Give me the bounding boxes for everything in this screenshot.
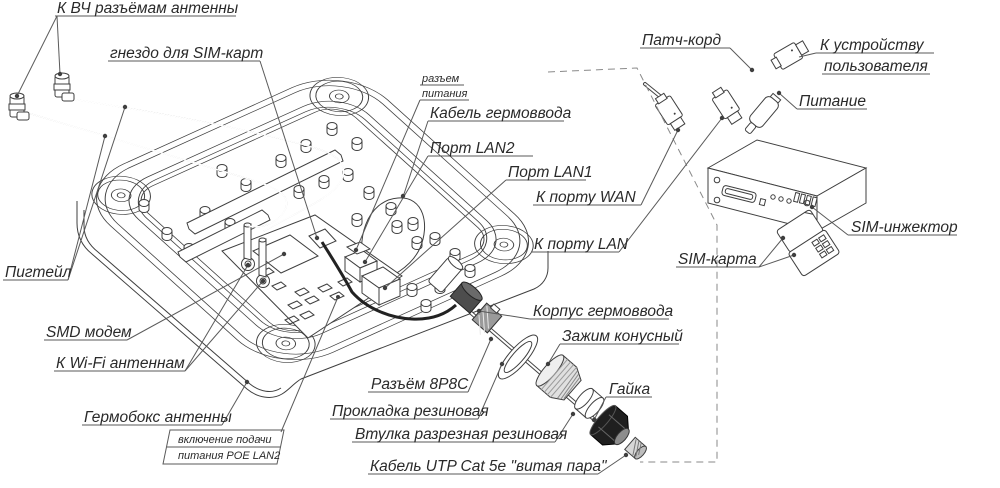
rubber-gasket bbox=[497, 334, 539, 380]
enclosure-drawing bbox=[76, 77, 549, 398]
label-enclosure: Гермобокс антенны bbox=[84, 409, 232, 426]
label-smd-modem: SMD модем bbox=[46, 324, 132, 341]
rail-bar bbox=[186, 149, 344, 235]
label-gland-body: Корпус гермоввода bbox=[533, 303, 674, 320]
power-plug bbox=[744, 59, 828, 134]
gland-nut bbox=[589, 404, 630, 446]
gland-body bbox=[449, 281, 483, 315]
split-bushing bbox=[574, 387, 605, 419]
sim-contact-pads bbox=[811, 234, 835, 259]
label-sim-injector: SIM-инжектор bbox=[851, 219, 958, 236]
label-rubber-gasket: Прокладка резиновая bbox=[332, 403, 489, 420]
rf-connector bbox=[53, 72, 75, 102]
label-poe-note-1: включение подачи bbox=[178, 434, 272, 446]
power-connector bbox=[345, 241, 372, 255]
pcb-components bbox=[259, 267, 353, 325]
label-rf-connectors: К ВЧ разъёмам антенны bbox=[57, 0, 239, 17]
label-to-wan: К порту WAN bbox=[536, 189, 637, 206]
label-power: Питание bbox=[799, 93, 866, 110]
label-utp-cable: Кабель UTP Cat 5e "витая пара" bbox=[370, 458, 608, 475]
label-to-user-2: пользователя bbox=[824, 58, 928, 75]
label-power-connector-2: питания bbox=[422, 88, 467, 100]
cone-clamp bbox=[535, 354, 582, 401]
label-to-lan: К порту LAN bbox=[534, 236, 629, 253]
cable-gland-assembly bbox=[428, 255, 647, 460]
standoff-posts bbox=[138, 122, 476, 313]
label-pigtail: Пигтейл bbox=[5, 264, 72, 281]
label-patch-cord: Патч-корд bbox=[642, 32, 722, 49]
enclosure-wall bbox=[76, 201, 549, 398]
plug-8p8c bbox=[471, 302, 503, 335]
sim-injector-slot bbox=[721, 185, 757, 203]
sim-injector-box bbox=[706, 139, 868, 232]
label-sim-card: SIM-карта bbox=[678, 251, 757, 268]
label-to-wifi: К Wi-Fi антеннам bbox=[56, 355, 185, 372]
label-to-user-1: К устройству bbox=[820, 37, 925, 54]
label-gland-cable: Кабель гермоввода bbox=[430, 105, 572, 122]
lan1-jack bbox=[360, 266, 402, 306]
label-poe-note-2: питания POE LAN2 bbox=[178, 450, 280, 462]
label-plug-8p8c: Разъём 8P8C bbox=[371, 376, 469, 393]
rj45-user-connector bbox=[770, 40, 810, 70]
pigtails bbox=[8, 72, 345, 232]
rj45-wan-connector bbox=[643, 82, 686, 132]
label-split-bushing: Втулка разрезная резиновая bbox=[355, 426, 567, 443]
utp-cable-end bbox=[624, 436, 647, 460]
callout-dots bbox=[14, 67, 815, 458]
sim-cards bbox=[776, 209, 840, 277]
rj45-lan-connector bbox=[711, 86, 743, 126]
callout-lines bbox=[3, 15, 957, 475]
label-nut: Гайка bbox=[609, 381, 650, 398]
gland-cable bbox=[320, 241, 458, 321]
rf-connector bbox=[8, 92, 30, 121]
label-power-connector-1: разъем bbox=[421, 73, 460, 85]
label-port-lan2: Порт LAN2 bbox=[430, 140, 515, 157]
label-cone-clamp: Зажим конусный bbox=[562, 328, 683, 345]
cable-continuation-dashed bbox=[547, 67, 718, 463]
labels: К ВЧ разъёмам антенны гнездо для SIM-кар… bbox=[5, 0, 958, 475]
label-port-lan1: Порт LAN1 bbox=[508, 164, 592, 181]
label-sim-slot: гнездо для SIM-карт bbox=[110, 45, 263, 62]
corner-screw-boss bbox=[91, 77, 534, 363]
gland-inner-stem bbox=[428, 255, 464, 293]
